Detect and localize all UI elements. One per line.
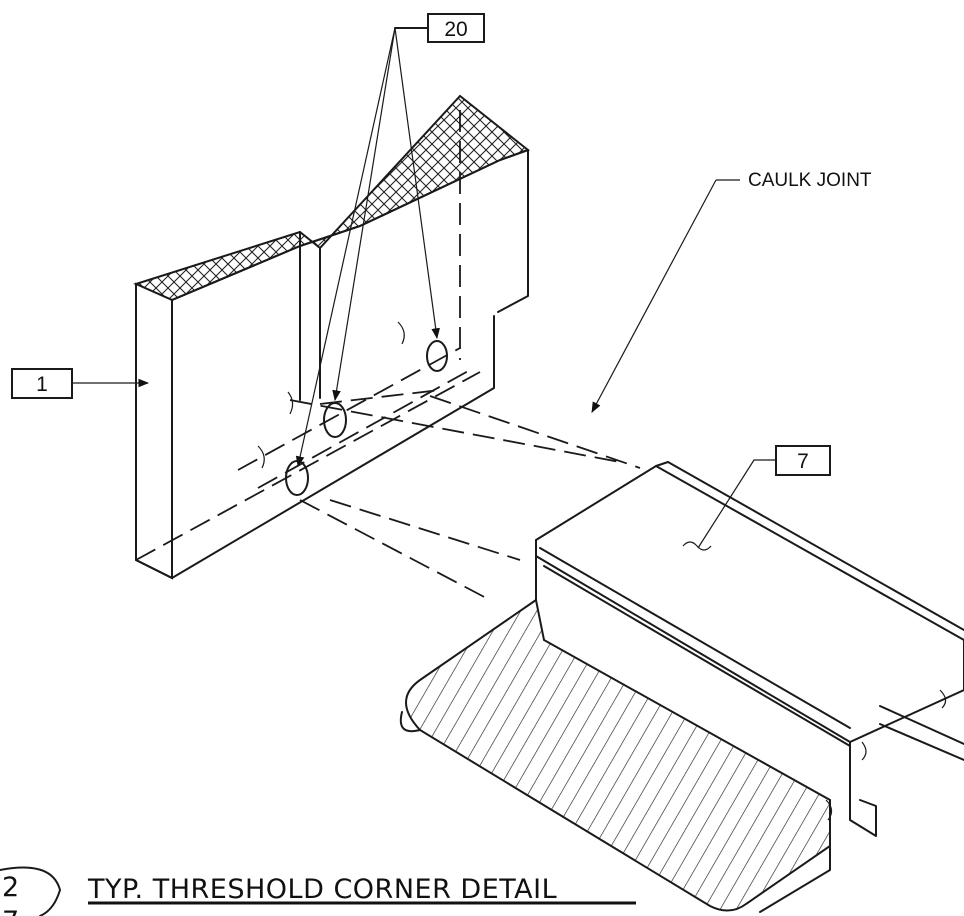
svg-text:1: 1 xyxy=(36,373,48,396)
jamb-block xyxy=(133,94,641,601)
detail-number: 2 xyxy=(2,872,20,903)
detail-number-lower: 7 xyxy=(2,906,20,916)
threshold-ribbed-ramp xyxy=(405,598,831,912)
svg-text:7: 7 xyxy=(797,450,809,473)
callout-7: 7 xyxy=(775,445,831,476)
jamb-front-face xyxy=(135,282,173,580)
caulk-joint-note: CAULK JOINT xyxy=(748,170,872,191)
detail-title: 2 7 TYP. THRESHOLD CORNER DETAIL xyxy=(0,866,636,916)
jamb-top-hatch xyxy=(133,94,531,302)
callout-20: 20 xyxy=(427,13,485,43)
leader-lines xyxy=(73,27,776,549)
svg-text:20: 20 xyxy=(444,18,467,41)
callout-1: 1 xyxy=(11,368,73,399)
threshold-profile xyxy=(399,461,964,913)
detail-title-text: TYP. THRESHOLD CORNER DETAIL xyxy=(87,874,557,905)
